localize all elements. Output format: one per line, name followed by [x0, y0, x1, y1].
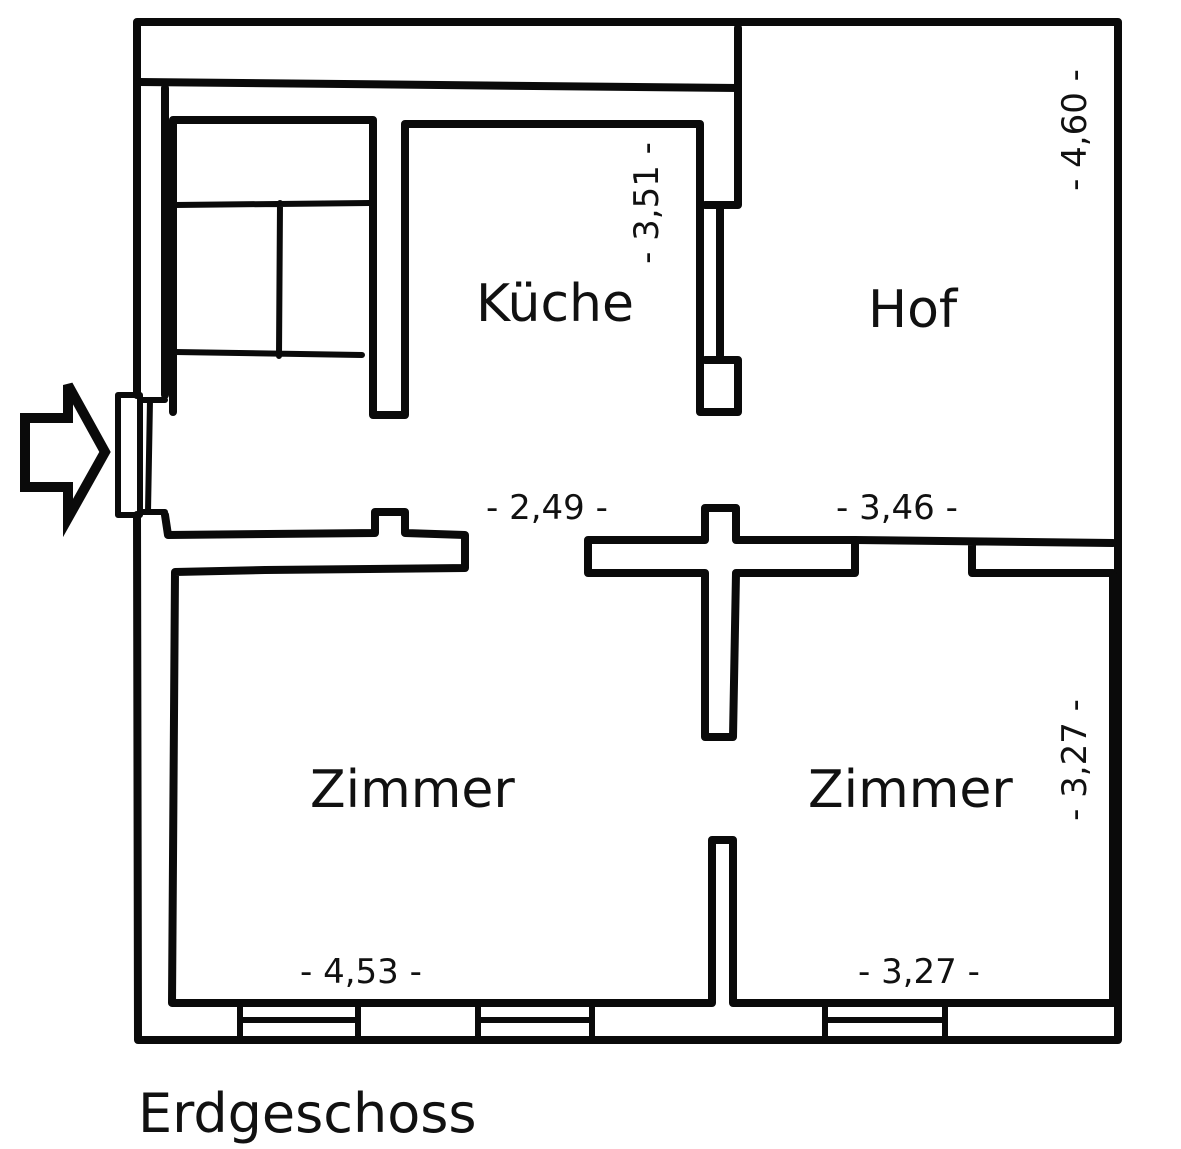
arrow-right-icon [20, 382, 111, 538]
dimension-hallway-width: - 2,49 - [486, 488, 608, 528]
dimension-kitchen-height: - 3,51 - [626, 142, 667, 264]
bottom-windows [237, 1002, 948, 1043]
room-label-kitchen: Küche [476, 274, 635, 334]
left-inner-wall [161, 84, 1117, 1007]
closet-block [169, 84, 742, 419]
room-label-courtyard: Hof [868, 280, 958, 340]
floor-title: Erdgeschoss [138, 1082, 477, 1145]
dimension-courtyard-height: - 4,60 - [1054, 69, 1095, 191]
dimension-courtyard-width: - 3,46 - [836, 488, 958, 528]
entrance-door-frame [115, 392, 168, 518]
top-band-wall [136, 24, 742, 92]
central-cross-wall [584, 504, 859, 741]
dimension-room-left-width: - 4,53 - [300, 952, 422, 992]
room-label-left: Zimmer [310, 760, 515, 820]
courtyard-bottom-wall [851, 536, 1117, 577]
room-label-right: Zimmer [808, 760, 1013, 820]
dimension-room-right-height: - 3,27 - [1054, 699, 1095, 821]
closet-shelves [172, 200, 373, 359]
dimension-room-right-width: - 3,27 - [858, 952, 980, 992]
